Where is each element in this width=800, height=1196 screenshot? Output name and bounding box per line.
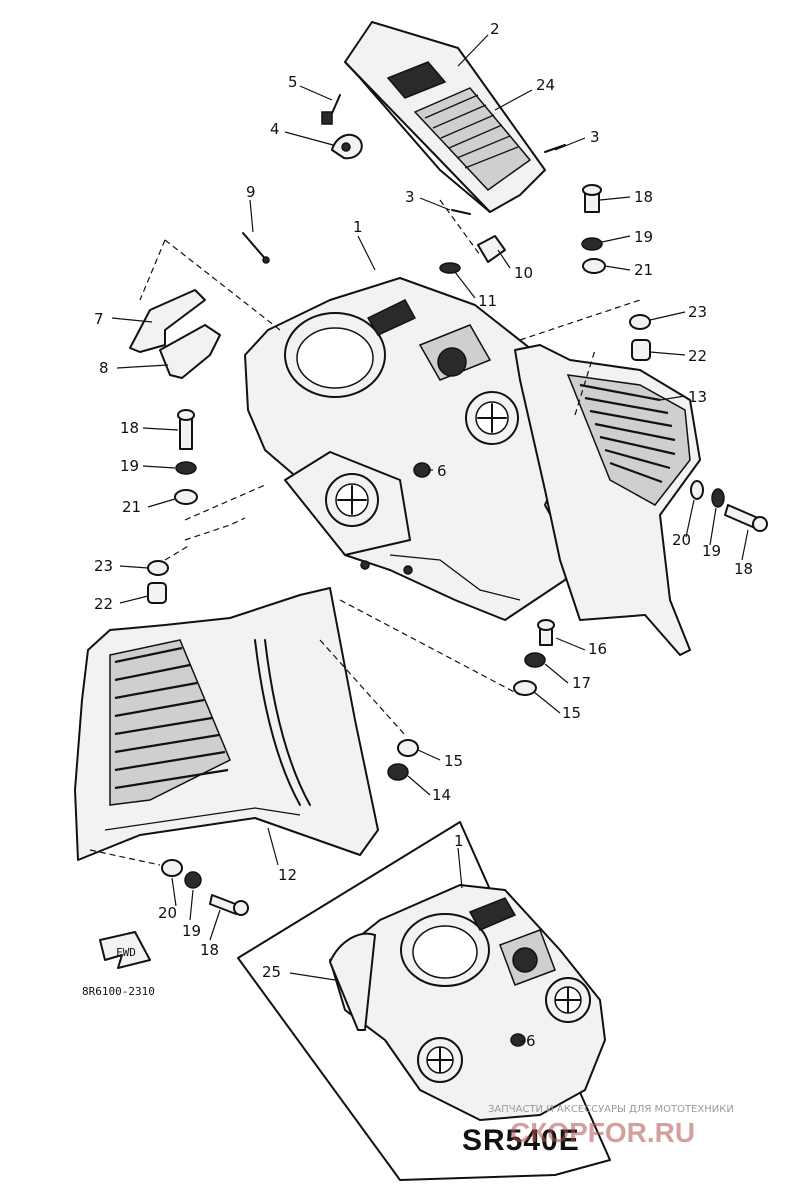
callout-22-upper-right: 22 [688, 347, 707, 365]
fwd-arrow-label: FWD [116, 946, 136, 959]
callout-19-left: 19 [120, 457, 139, 475]
assembly-guide-lines [89, 199, 641, 866]
callout-16: 16 [588, 640, 607, 658]
callout-17: 17 [572, 674, 591, 692]
callout-22-left: 22 [94, 595, 113, 613]
part-bracket-7 [129, 289, 206, 353]
hardware-center-lower [387, 462, 555, 781]
part-pin-3-right [544, 144, 566, 153]
callout-6: 6 [437, 462, 447, 480]
callout-15-center: 15 [444, 752, 463, 770]
hardware-left-mid [147, 409, 198, 604]
callout-1: 1 [353, 218, 363, 236]
callout-1-inset: 1 [454, 832, 464, 850]
model-label: SR540E [462, 1124, 580, 1157]
callout-15-right: 15 [562, 704, 581, 722]
callout-20-lower: 20 [158, 904, 177, 922]
callout-14: 14 [432, 786, 451, 804]
part-pin-3-left [451, 209, 471, 215]
watermark-text: ЗАПЧАСТИ И АКСЕССУАРЫ ДЛЯ МОТОТЕХНИКИ [488, 1104, 734, 1115]
callout-18-lower: 18 [200, 941, 219, 959]
part-bracket-8 [159, 324, 221, 379]
callout-19-right: 19 [702, 542, 721, 560]
callout-5: 5 [288, 73, 298, 91]
callout-23-upper-right: 23 [688, 303, 707, 321]
part-rod-9 [242, 232, 270, 264]
part-clip-4 [331, 133, 363, 160]
callout-3-left: 3 [405, 188, 415, 206]
inset-variant-frame [237, 821, 611, 1181]
callout-20-right: 20 [672, 531, 691, 549]
callout-25: 25 [262, 963, 281, 981]
callout-3-right: 3 [590, 128, 600, 146]
callout-4: 4 [270, 120, 280, 138]
watermark-logo: СКОРFOR.RU [510, 1117, 695, 1148]
callout-23-left: 23 [94, 557, 113, 575]
hardware-right-upper [581, 184, 651, 361]
callout-21-left: 21 [122, 498, 141, 516]
part-left-side-panel [74, 587, 379, 861]
callout-9: 9 [246, 183, 256, 201]
callout-18-right: 18 [734, 560, 753, 578]
callout-13: 13 [688, 388, 707, 406]
callout-18-upper-right: 18 [634, 188, 653, 206]
callout-8: 8 [99, 359, 109, 377]
fwd-arrow-icon: FWD [99, 931, 151, 969]
callout-6-inset: 6 [526, 1032, 536, 1050]
part-grommet-11 [439, 262, 461, 274]
part-screw-5 [321, 94, 341, 125]
callout-10: 10 [514, 264, 533, 282]
callout-labels: 2 24 3 3 5 4 9 1 10 11 18 19 21 23 22 13… [94, 20, 753, 1050]
callout-18-left: 18 [120, 419, 139, 437]
part-bracket-10 [477, 235, 506, 263]
callout-21-upper-right: 21 [634, 261, 653, 279]
callout-2: 2 [490, 20, 500, 38]
callout-11: 11 [478, 292, 497, 310]
part-inset-housing [329, 884, 606, 1121]
part-code: 8R6100-2310 [82, 985, 155, 998]
callout-7: 7 [94, 310, 104, 328]
part-main-housing [244, 277, 576, 621]
callout-19-lower: 19 [182, 922, 201, 940]
part-top-pad [344, 21, 546, 213]
leader-lines [111, 34, 749, 1043]
callout-24: 24 [536, 76, 555, 94]
hardware-right-lower [690, 480, 768, 532]
hardware-left-lower [161, 859, 249, 916]
callout-12: 12 [278, 866, 297, 884]
part-right-side-panel [514, 344, 701, 656]
callout-19-upper-right: 19 [634, 228, 653, 246]
